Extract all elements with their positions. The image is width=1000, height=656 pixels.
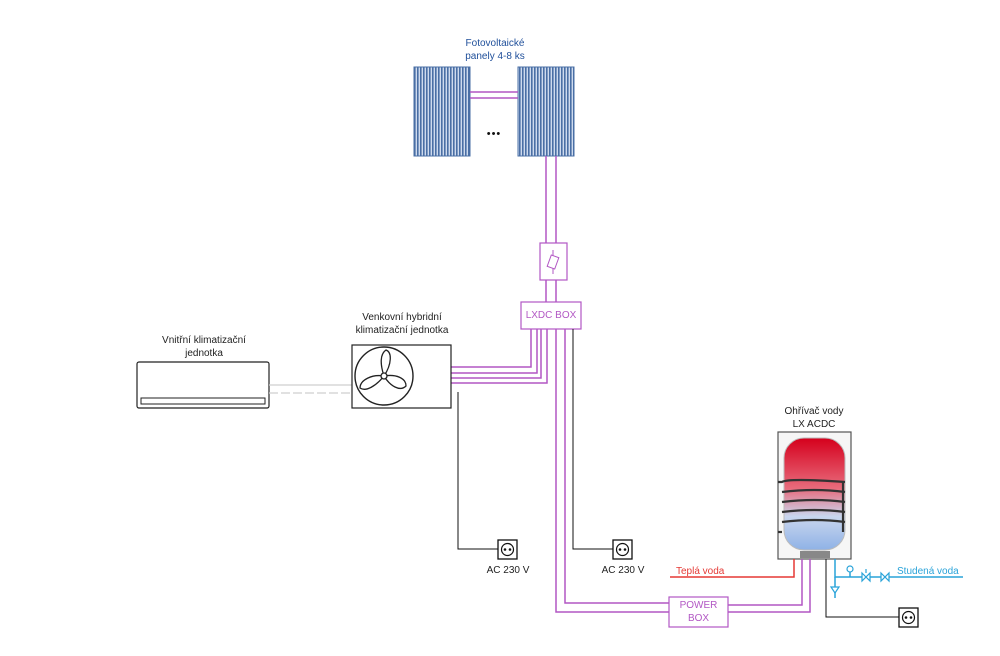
pv-more-dots: ••• bbox=[486, 128, 502, 140]
power-box-label-line2: BOX bbox=[687, 613, 710, 624]
heater-label-line1: Ohřívač vody bbox=[784, 406, 844, 417]
pv-label-line2: panely 4-8 ks bbox=[465, 51, 525, 62]
water-heater bbox=[777, 431, 852, 560]
ac-socket-right-icon bbox=[612, 539, 633, 560]
pv-panel-right bbox=[517, 66, 575, 157]
indoor-label-line1: Vnitřní klimatizační bbox=[162, 335, 246, 346]
lxdc-box bbox=[520, 301, 582, 330]
outdoor-label-line2: klimatizační jednotka bbox=[355, 325, 449, 336]
fan-icon bbox=[359, 349, 407, 390]
lxdc-to-powerbox-cables bbox=[555, 329, 669, 613]
pv-panel-left bbox=[413, 66, 471, 157]
valve-icons bbox=[829, 565, 890, 595]
heater-label-line2: LX ACDC bbox=[792, 419, 836, 430]
ac-socket-left-icon bbox=[497, 539, 518, 560]
ac-right-label: AC 230 V bbox=[601, 565, 645, 576]
power-box-label: POWER BOX bbox=[669, 599, 728, 625]
lxdc-to-outdoor-cables bbox=[451, 329, 548, 384]
hot-water-label: Teplá voda bbox=[676, 566, 725, 577]
heater-to-socket-wire bbox=[825, 559, 899, 618]
pv-panels-label: Fotovoltaické panely 4-8 ks bbox=[440, 37, 550, 63]
outdoor-to-ac-left-wire bbox=[457, 392, 498, 550]
ac-socket-heater-icon bbox=[898, 607, 919, 628]
indoor-unit-label: Vnitřní klimatizační jednotka bbox=[146, 334, 262, 360]
pv-label-line1: Fotovoltaické bbox=[465, 38, 525, 49]
hot-water-pipe bbox=[670, 559, 795, 578]
indoor-ac-unit bbox=[136, 361, 270, 409]
lxdc-box-label: LXDC BOX bbox=[525, 310, 577, 321]
pv-down-cable bbox=[545, 156, 557, 302]
indoor-label-line2: jednotka bbox=[185, 348, 223, 359]
outdoor-unit-label: Venkovní hybridní klimatizační jednotka bbox=[338, 311, 466, 337]
pv-interconnect-cable bbox=[470, 91, 518, 99]
refrigerant-pipes bbox=[269, 384, 353, 394]
ac-left-label: AC 230 V bbox=[486, 565, 530, 576]
water-heater-label: Ohřívač vody LX ACDC bbox=[766, 405, 862, 431]
lxdc-to-ac-right-wire bbox=[572, 329, 613, 550]
outdoor-hybrid-unit bbox=[351, 344, 452, 409]
power-box-label-line1: POWER bbox=[679, 600, 718, 611]
outdoor-label-line1: Venkovní hybridní bbox=[362, 312, 442, 323]
heat-exchanger-coil bbox=[778, 478, 846, 534]
powerbox-to-heater-cables bbox=[728, 559, 811, 613]
cold-water-label: Studená voda bbox=[897, 566, 959, 577]
fuse-disconnect-box bbox=[539, 242, 568, 281]
